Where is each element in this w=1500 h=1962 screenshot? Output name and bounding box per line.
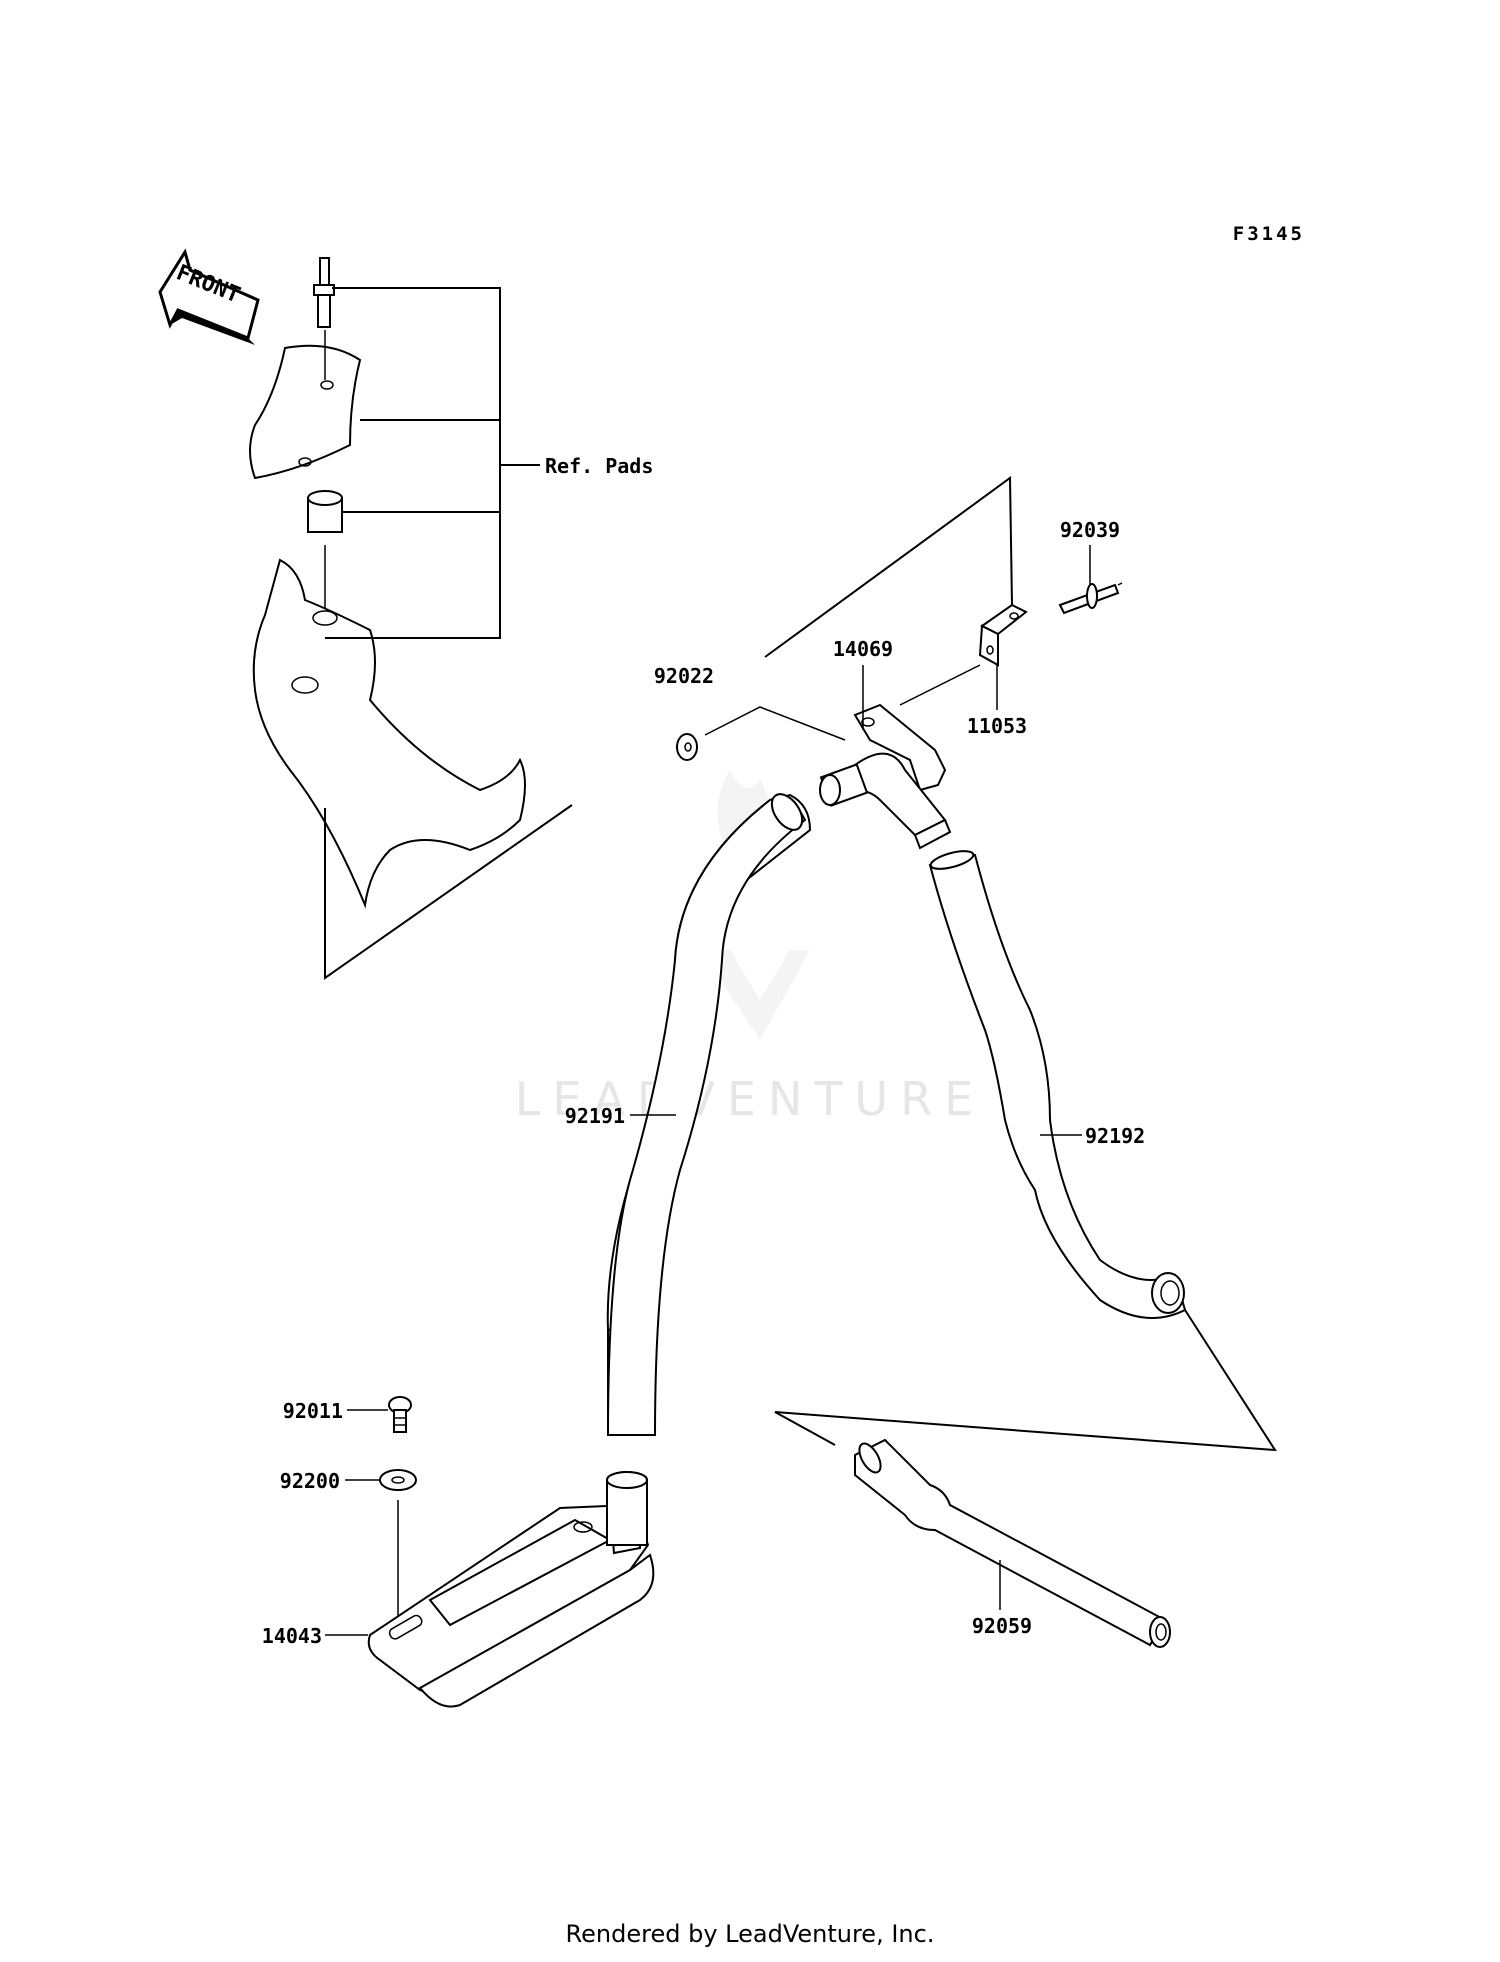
label-14069: 14069 (833, 637, 893, 661)
footer-credit: Rendered by LeadVenture, Inc. (565, 1920, 935, 1948)
bracket-11053-icon (899, 603, 1028, 710)
hose-92192-icon (774, 850, 1277, 1452)
screw-92011-icon (347, 1396, 412, 1433)
label-92059: 92059 (972, 1614, 1032, 1638)
hose-92191-icon (606, 793, 812, 1436)
washer-92200-icon (345, 1469, 417, 1620)
label-14043: 14043 (262, 1624, 322, 1648)
tube-92059-icon (854, 1438, 1171, 1648)
ref-pads-assembly: Ref. Pads (249, 257, 653, 980)
front-arrow-icon: FRONT (158, 248, 260, 345)
pad-icon (249, 344, 362, 480)
hull-body-icon (252, 558, 526, 909)
label-92022: 92022 (654, 664, 714, 688)
bolt-92039-icon (1058, 545, 1123, 615)
ref-pads-label: Ref. Pads (545, 454, 653, 478)
watermark-text: LEADVENTURE (515, 1072, 986, 1126)
label-92200: 92200 (280, 1469, 340, 1493)
collar-icon (307, 490, 343, 533)
label-92039: 92039 (1060, 518, 1120, 542)
pin-icon (313, 257, 335, 328)
label-92191: 92191 (565, 1104, 625, 1128)
diagram-code: F3145 (1233, 223, 1305, 245)
cover-14043-icon (325, 1471, 655, 1708)
elbow-14069-icon (819, 665, 952, 850)
label-92192: 92192 (1085, 1124, 1145, 1148)
washer-92022-icon (676, 706, 846, 761)
label-92011: 92011 (283, 1399, 343, 1423)
label-11053: 11053 (967, 714, 1027, 738)
